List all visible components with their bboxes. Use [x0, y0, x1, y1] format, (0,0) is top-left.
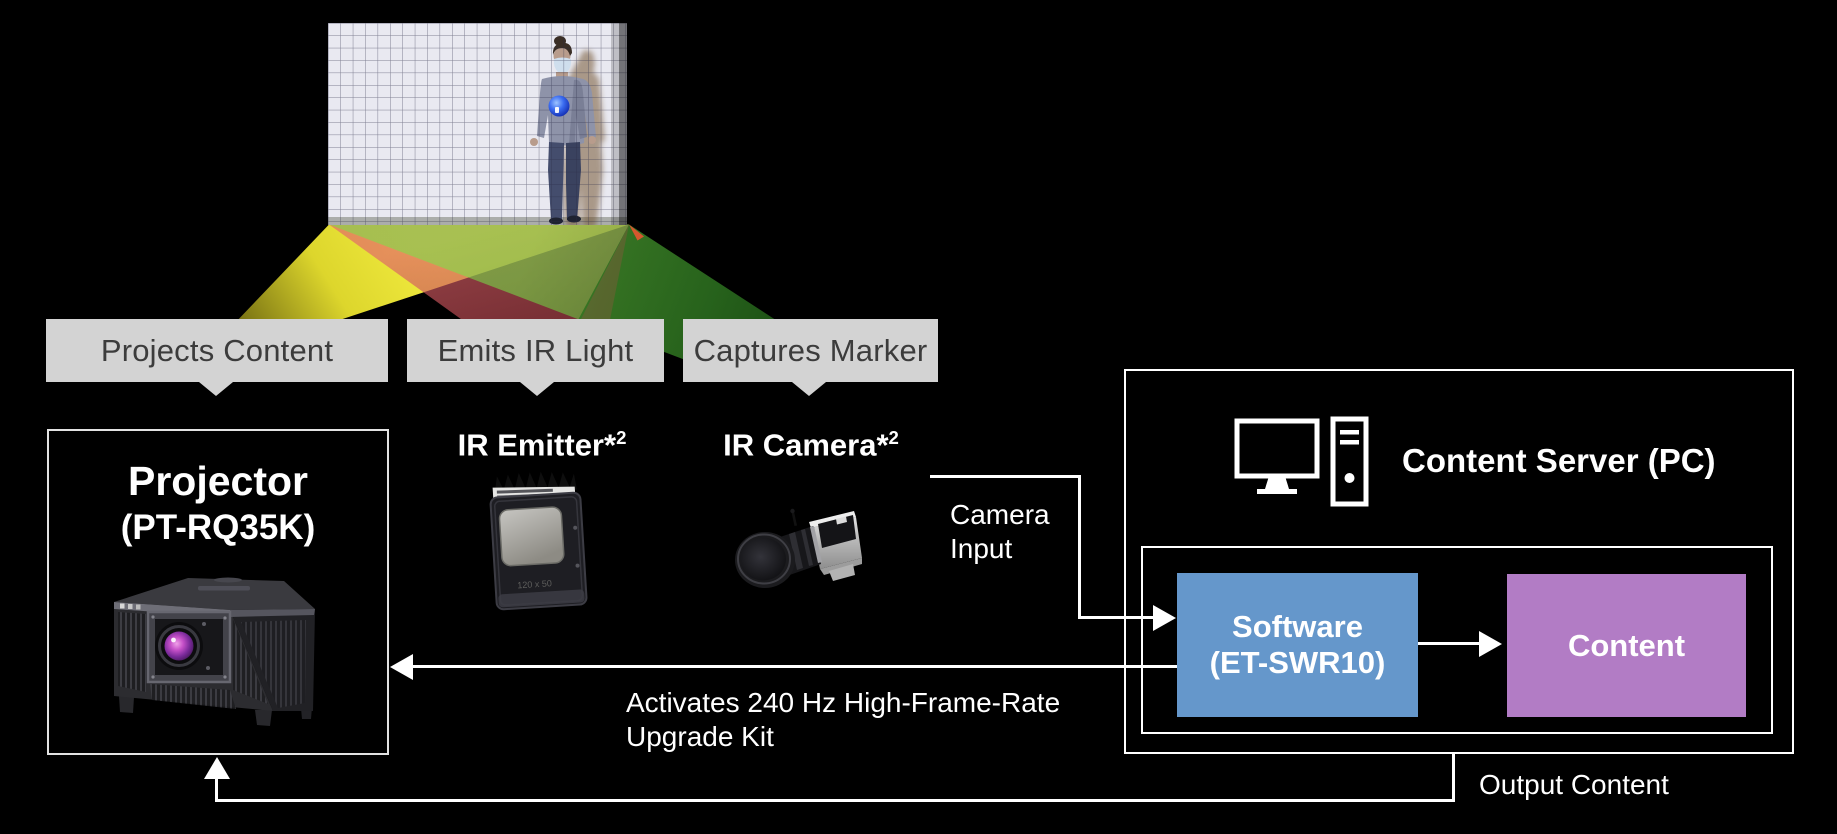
projector-box	[47, 429, 389, 755]
activates-arrowhead	[390, 653, 413, 680]
camera-input-line-h1	[930, 475, 1081, 478]
label-emits-tail	[520, 382, 554, 396]
projector-model: (PT-RQ35K)	[120, 508, 316, 547]
software-content-arrowhead	[1479, 630, 1502, 657]
ir-camera-label-sup: 2	[888, 427, 899, 448]
camera-input-label: Camera Input	[950, 498, 1050, 566]
projector-title: Projector	[128, 458, 308, 504]
camera-input-line-h2	[1078, 616, 1156, 619]
output-content-label: Output Content	[1479, 769, 1669, 800]
activates-label-line2: Upgrade Kit	[626, 721, 774, 752]
content-box-label: Content	[1567, 627, 1686, 663]
output-line-v-left	[215, 777, 218, 801]
server-inner-box	[1141, 546, 1773, 734]
output-arrowhead	[203, 757, 230, 779]
software-content-line	[1418, 642, 1482, 645]
label-projects-content: Projects Content	[46, 319, 388, 396]
grid-scene-photo	[328, 23, 627, 225]
software-box: Software (ET-SWR10)	[1177, 573, 1418, 717]
ir-emitter-label: IR Emitter*2	[407, 427, 677, 463]
ir-camera-label-text: IR Camera*	[723, 427, 889, 463]
label-projects-content-text: Projects Content	[100, 332, 334, 368]
software-box-line2: (ET-SWR10)	[1209, 645, 1386, 680]
content-box: Content	[1507, 574, 1746, 717]
camera-input-line-v	[1078, 475, 1081, 619]
pc-icon	[1234, 416, 1369, 507]
activates-line	[408, 665, 1177, 668]
software-box-line1: Software	[1232, 609, 1363, 644]
tracking-marker-ball	[548, 95, 570, 117]
emitter-ir-window	[498, 506, 565, 567]
projected-grid	[328, 23, 627, 225]
label-emits-ir-light-text: Emits IR Light	[437, 332, 634, 368]
output-line-h	[215, 799, 1455, 802]
projector-lens	[164, 631, 194, 661]
photo-edge-shade	[619, 23, 627, 225]
content-server-box	[1124, 369, 1794, 754]
camera-body-panel	[818, 515, 856, 548]
label-captures-marker-text: Captures Marker	[693, 332, 928, 368]
camera-front-glass	[740, 537, 786, 581]
ir-camera-label: IR Camera*2	[676, 427, 946, 463]
pc-tower-icon	[1330, 416, 1369, 507]
ir-emitter-label-text: IR Emitter*	[457, 427, 617, 463]
projector-body-top	[114, 578, 315, 610]
label-captures-marker: Captures Marker	[683, 319, 938, 396]
beam-red-sliver	[629, 224, 644, 241]
label-projects-tail	[199, 382, 233, 396]
ir-emitter-label-sup: 2	[616, 427, 627, 448]
pc-monitor-icon	[1234, 418, 1320, 479]
ir-camera-image	[735, 508, 862, 588]
activates-label-line1: Activates 240 Hz High-Frame-Rate	[626, 687, 1061, 718]
photo-edge-shade2	[611, 23, 619, 225]
emitter-panel-text: 120 x 50	[517, 578, 552, 590]
camera-input-label-line2: Input	[950, 533, 1013, 564]
content-server-title: Content Server (PC)	[1402, 442, 1716, 479]
camera-input-arrowhead	[1153, 604, 1176, 631]
ir-emitter-image: 120 x 50	[489, 471, 588, 611]
output-line-v-right	[1452, 754, 1455, 801]
emitter-base	[498, 589, 585, 608]
camera-input-label-line1: Camera	[950, 499, 1050, 530]
label-captures-tail	[792, 382, 826, 396]
projector-image	[114, 577, 315, 726]
activates-label: Activates 240 Hz High-Frame-Rate Upgrade…	[626, 686, 1060, 754]
label-emits-ir-light: Emits IR Light	[407, 319, 664, 396]
